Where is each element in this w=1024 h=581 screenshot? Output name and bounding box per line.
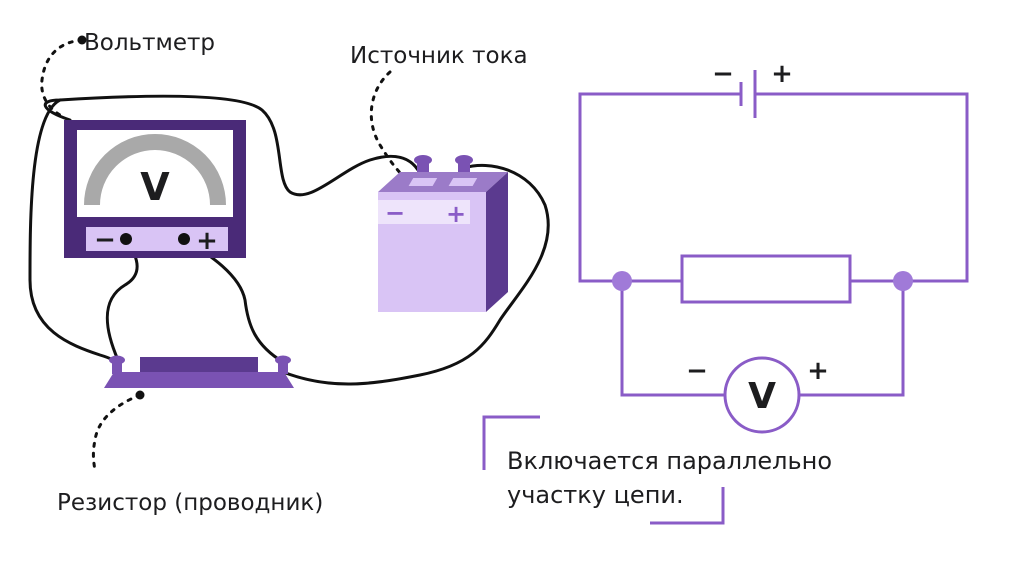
- label-source: Источник тока: [350, 43, 528, 69]
- note-bracket-bottom-right: [650, 487, 725, 525]
- note-bracket: [482, 415, 725, 525]
- pointer-dot-voltmeter: [77, 35, 87, 45]
- voltmeter-symbol: V: [140, 165, 170, 209]
- schematic-top-right-wire: [755, 92, 969, 283]
- battery-side: [486, 172, 508, 312]
- voltmeter-terminal-strip: [86, 227, 228, 251]
- voltmeter-dial-arc: [84, 134, 226, 206]
- schematic-meter-minus: −: [686, 356, 708, 386]
- battery-top-slot-right: [448, 178, 478, 186]
- schematic-resistor: [680, 254, 852, 304]
- pointer-resistor: [91, 393, 142, 474]
- note-line-1: Включается параллельно: [507, 447, 832, 475]
- schematic-meter-plus: +: [807, 356, 829, 386]
- voltmeter-minus-terminal: [120, 233, 132, 245]
- note-bracket-top-left: [482, 415, 540, 470]
- voltmeter-device: V − +: [64, 120, 246, 258]
- schematic-node-left: [612, 271, 632, 291]
- label-resistor: Резистор (проводник): [57, 490, 323, 516]
- battery-top-slot-left: [408, 178, 438, 186]
- pointer-lines: [40, 38, 407, 474]
- schematic-meter-right-wire: [799, 281, 905, 397]
- battery-plus-cap: [455, 155, 473, 165]
- battery-device: − +: [378, 155, 508, 312]
- schematic-battery-plus: +: [771, 59, 793, 89]
- voltmeter-minus-sign: −: [94, 225, 116, 255]
- wire-left-loop-to-resistor: [28, 98, 120, 368]
- resistor-right-post: [278, 362, 288, 374]
- battery-plus-sign: +: [446, 200, 466, 228]
- voltmeter-plus-sign: +: [196, 226, 218, 256]
- schematic-top-left-wire: [578, 92, 741, 283]
- battery-top: [378, 172, 508, 192]
- voltmeter-plus-terminal: [178, 233, 190, 245]
- battery-minus-cap: [414, 155, 432, 165]
- pointer-voltmeter: [40, 38, 84, 117]
- note-line-2: участку цепи.: [507, 481, 684, 509]
- battery-label-band: [378, 200, 470, 224]
- resistor-right-cap: [275, 355, 291, 365]
- pointer-dot-resistor: [135, 390, 145, 400]
- wire-battery-to-resistor: [281, 163, 550, 386]
- schematic-meter-symbol: V: [748, 376, 776, 417]
- resistor-left-cap: [109, 355, 125, 365]
- pointer-source: [369, 70, 407, 180]
- battery-minus-sign: −: [385, 199, 405, 227]
- label-voltmeter: Вольтметр: [84, 30, 215, 56]
- schematic-voltmeter-circle: [723, 356, 801, 434]
- schematic-meter-left-wire: [620, 281, 725, 397]
- resistor-device: [104, 355, 294, 388]
- resistor-left-post: [112, 362, 122, 374]
- resistor-base: [104, 372, 294, 388]
- schematic-node-right: [893, 271, 913, 291]
- schematic-diagram: [578, 70, 969, 434]
- schematic-battery-minus: −: [712, 59, 734, 89]
